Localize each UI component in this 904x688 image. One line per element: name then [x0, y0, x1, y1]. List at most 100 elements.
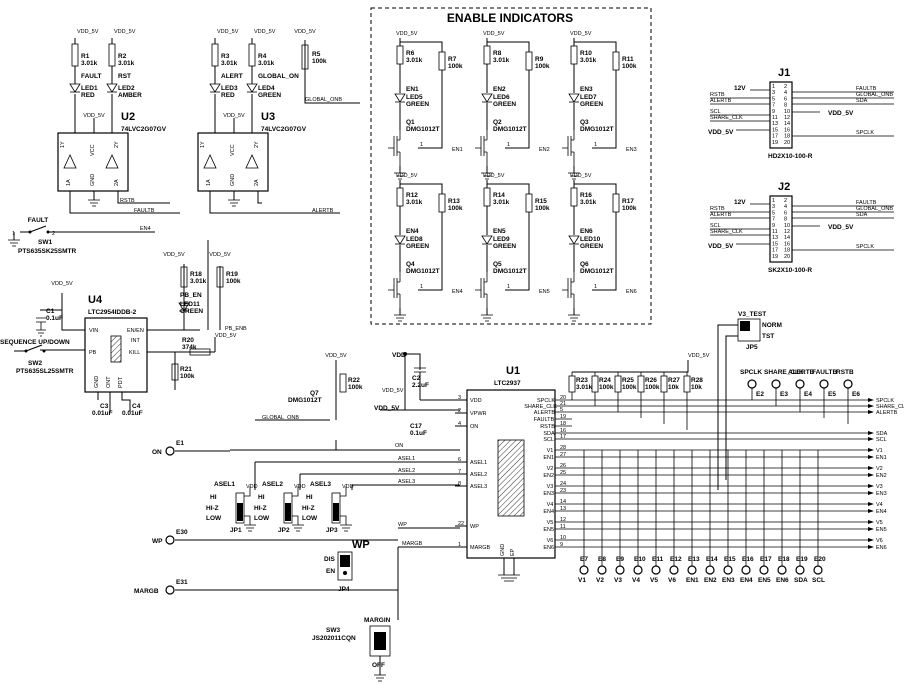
resistor-value: 100k: [448, 205, 463, 212]
svg-text:EP: EP: [510, 548, 516, 556]
u1-pin-name: V6: [547, 538, 554, 544]
mosfet-part: DMG1012T: [406, 126, 440, 133]
pin-number: 1: [594, 142, 597, 148]
svg-text:R5: R5: [312, 51, 321, 58]
mosfet-ref: Q1: [406, 119, 415, 126]
testpoint-ref: E17: [760, 556, 772, 563]
mosfet-icon: [562, 130, 575, 166]
svg-text:KILL: KILL: [129, 350, 140, 356]
led-ref: LED3: [221, 85, 238, 92]
pin-number: 1: [420, 142, 423, 148]
turret-icon: [165, 446, 175, 456]
svg-text:2A: 2A: [254, 179, 260, 186]
u1-pin-name: EN2: [543, 473, 554, 479]
u1-pin-number: 20: [560, 395, 566, 401]
u1-pin-number: 12: [560, 517, 566, 523]
led-color: GREEN: [580, 243, 603, 250]
turret-icon: [651, 565, 661, 575]
svg-text:GND: GND: [94, 376, 100, 388]
testpoint-net: EN6: [776, 577, 789, 584]
testpoint-net: EN5: [758, 577, 771, 584]
resistor: [614, 375, 622, 393]
testpoint-net: V2: [596, 577, 604, 584]
svg-text:FAULT: FAULT: [28, 217, 48, 224]
turret-icon: [165, 535, 175, 545]
output-net: EN6: [876, 545, 887, 551]
mosfet-ref: Q4: [406, 261, 415, 268]
pin-number: 2: [784, 84, 787, 90]
u1-pin-number: 17: [560, 434, 566, 440]
resistor-ref: R8: [493, 50, 502, 57]
u1-pin-name: V4: [547, 502, 554, 508]
arrow-icon: [868, 538, 874, 542]
pin-number: 16: [784, 127, 790, 133]
pin-number: 10: [784, 223, 790, 229]
u2-gate: U2 74LVC2G07GV 1Y VCC 2Y 1A GND 2A: [57, 111, 167, 192]
pin-number: 20: [784, 140, 790, 146]
testpoint-ref: E7: [580, 556, 588, 563]
enable-tag: EN2: [493, 86, 506, 93]
rail-vdd5: VDD_5V: [254, 29, 276, 35]
svg-text:VIN: VIN: [89, 328, 98, 334]
testpoint-ref: E12: [670, 556, 682, 563]
resistor-ref: R4: [258, 53, 267, 60]
u1-pin-number: 5: [560, 407, 563, 413]
output-net: EN2: [876, 473, 887, 479]
led-icon: [394, 235, 406, 245]
enable-net: EN1: [452, 147, 463, 153]
u1-pin-number: 27: [560, 452, 566, 458]
jumper-level: LOW: [254, 515, 270, 522]
header-net: SCL: [710, 109, 721, 115]
led-ref: LED5: [406, 94, 423, 101]
resistor: [248, 43, 256, 67]
turret-icon: [669, 565, 679, 575]
resistor-value: 100k: [535, 63, 550, 70]
port-ref: E30: [176, 529, 188, 536]
resistor-ref: R16: [580, 192, 592, 199]
resistor-value: 3.01k: [493, 57, 510, 64]
led-color: GREEN: [493, 101, 516, 108]
u1-pin-number: 13: [560, 506, 566, 512]
rail-vdd5: VDD_5V: [688, 353, 710, 359]
svg-text:PB_EN: PB_EN: [180, 292, 202, 299]
resistor-ref: R3: [221, 53, 230, 60]
resistor: [612, 193, 620, 213]
mosfet-part: DMG1012T: [493, 268, 527, 275]
u1-pin-number: 14: [560, 499, 566, 505]
header-net: SPCLK: [856, 130, 874, 136]
svg-text:OFF: OFF: [372, 662, 385, 669]
svg-text:U3: U3: [261, 111, 275, 123]
arrow-icon: [868, 431, 874, 435]
svg-text:C4: C4: [132, 403, 141, 410]
resistor-value: 3.01k: [493, 199, 510, 206]
pin-number: 19: [772, 254, 778, 260]
resistor: [71, 43, 79, 67]
resistor-value: 3.01k: [81, 60, 98, 67]
header-net: 12V: [734, 85, 746, 92]
svg-text:GND: GND: [90, 174, 96, 186]
u1-pin-number: 26: [560, 463, 566, 469]
u1-pin-name: ASEL2: [470, 472, 487, 478]
svg-text:MARGIN: MARGIN: [364, 617, 391, 624]
resistor-ref: R12: [406, 192, 418, 199]
ground-icon: [568, 314, 580, 322]
svg-text:1Y: 1Y: [200, 141, 206, 148]
ground-icon: [340, 524, 352, 532]
svg-text:100k: 100k: [180, 373, 195, 380]
resistor-value: 100k: [622, 205, 637, 212]
turret-icon: [615, 565, 625, 575]
testpoint-ref: E4: [804, 391, 812, 398]
svg-text:ASEL1: ASEL1: [398, 456, 415, 462]
mosfet-ref: Q3: [580, 119, 589, 126]
turret-icon: [597, 565, 607, 575]
testpoint-ref: E11: [652, 556, 664, 563]
jumper-body: [331, 492, 341, 524]
output-net: SHARE_CLK: [876, 404, 904, 410]
testpoint-net: ALERTB: [788, 369, 815, 376]
pin-number: 20: [784, 254, 790, 260]
port-net: MARGB: [134, 588, 159, 595]
turret-icon: [705, 565, 715, 575]
svg-text:ONT: ONT: [106, 376, 112, 388]
